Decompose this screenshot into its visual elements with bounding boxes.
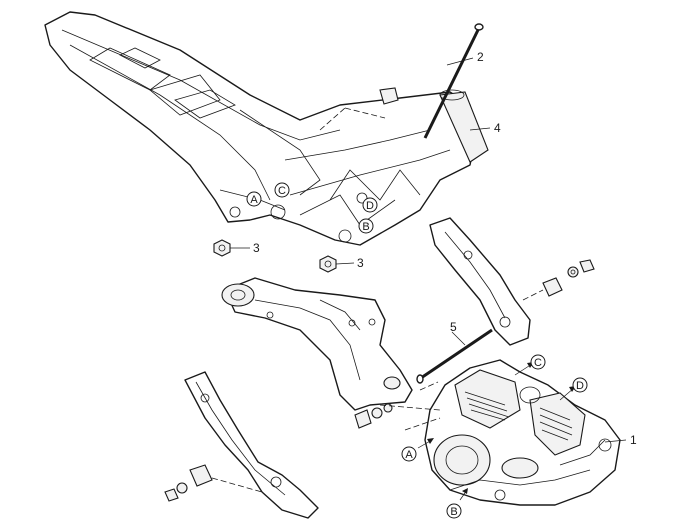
frame-assembly bbox=[44, 11, 489, 246]
long-through-bolt bbox=[423, 23, 484, 139]
svg-text:B: B bbox=[362, 221, 369, 233]
frame-ref-d: D bbox=[362, 197, 378, 213]
callout-nut-left: 3 bbox=[253, 241, 260, 255]
callout-frame: 4 bbox=[494, 121, 501, 135]
frame-ref-c: C bbox=[274, 182, 290, 198]
svg-text:B: B bbox=[450, 506, 457, 518]
left-footpeg-bracket bbox=[184, 371, 319, 519]
pivot-shaft bbox=[416, 328, 493, 384]
engine-ref-d: D bbox=[572, 377, 588, 393]
swingarm bbox=[221, 277, 413, 411]
frame-ref-b: B bbox=[358, 218, 374, 234]
callout-leaders bbox=[230, 57, 627, 443]
frame-nut-right bbox=[319, 255, 337, 273]
svg-text:D: D bbox=[576, 380, 584, 392]
engine-ref-a: A bbox=[401, 446, 417, 462]
callout-long-bolt: 2 bbox=[477, 50, 484, 64]
right-footpeg-bracket bbox=[429, 217, 531, 346]
frame-ref-a: A bbox=[246, 191, 262, 207]
callout-nut-right: 3 bbox=[357, 256, 364, 270]
right-bracket-hardware bbox=[522, 259, 595, 301]
svg-text:D: D bbox=[366, 200, 374, 212]
svg-text:C: C bbox=[278, 185, 286, 197]
direction-arrows bbox=[417, 362, 576, 501]
engine-ref-c: C bbox=[530, 354, 546, 370]
left-bracket-hardware bbox=[164, 403, 393, 502]
callout-pivot-shaft: 5 bbox=[450, 320, 457, 334]
callout-engine: 1 bbox=[630, 433, 637, 447]
svg-text:A: A bbox=[405, 449, 413, 461]
engine bbox=[424, 359, 621, 506]
frame-nut-left bbox=[213, 239, 231, 257]
svg-text:C: C bbox=[534, 357, 542, 369]
svg-text:A: A bbox=[250, 194, 258, 206]
assembly-guide-lines bbox=[319, 107, 441, 431]
engine-ref-b: B bbox=[446, 503, 462, 519]
